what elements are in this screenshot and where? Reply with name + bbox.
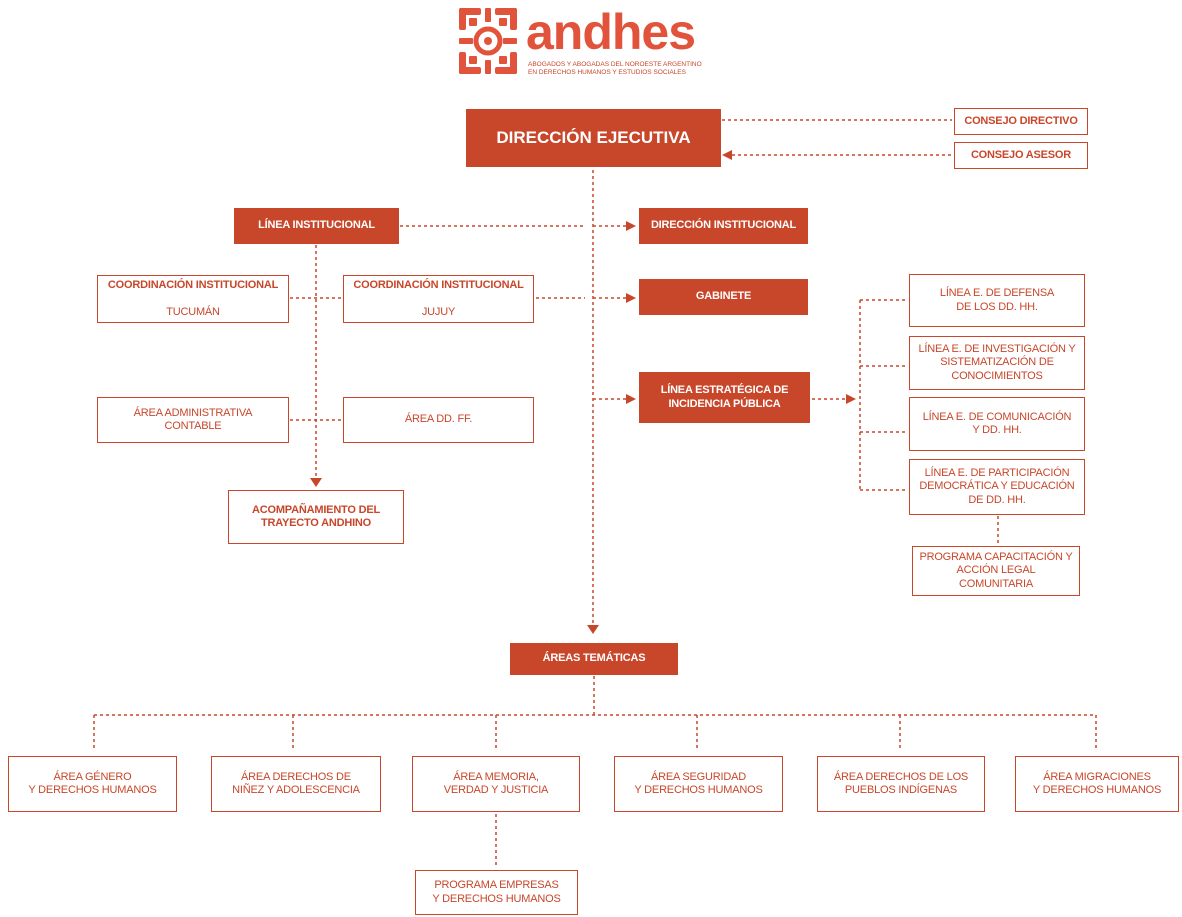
area-ninez-label: ÁREA DERECHOS DE NIÑEZ Y ADOLESCENCIA <box>232 770 360 796</box>
area-seguridad-box[interactable]: ÁREA SEGURIDAD Y DERECHOS HUMANOS <box>614 756 783 812</box>
coordinacion-jujuy-title: COORDINACIÓN INSTITUCIONAL <box>353 279 524 292</box>
direccion-institucional-box[interactable]: DIRECCIÓN INSTITUCIONAL <box>639 208 808 244</box>
area-migraciones-box[interactable]: ÁREA MIGRACIONES Y DERECHOS HUMANOS <box>1015 756 1179 812</box>
area-administrativa-label: ÁREA ADMINISTRATIVA CONTABLE <box>133 406 253 432</box>
linea-estrategica-label: LÍNEA ESTRATÉGICA DE INCIDENCIA PÚBLICA <box>660 384 789 410</box>
coordinacion-tucuman-place: TUCUMÁN <box>166 305 220 318</box>
linea-investigacion-label: LÍNEA E. DE INVESTIGACIÓN Y SISTEMATIZAC… <box>918 343 1076 382</box>
consejo-asesor-box[interactable]: CONSEJO ASESOR <box>954 142 1088 169</box>
coordinacion-jujuy-place: JUJUY <box>421 305 456 318</box>
programa-capacitacion-box[interactable]: PROGRAMA CAPACITACIÓN Y ACCIÓN LEGAL COM… <box>912 546 1080 596</box>
linea-participacion-label: LÍNEA E. DE PARTICIPACIÓN DEMOCRÁTICA Y … <box>919 467 1075 506</box>
area-genero-box[interactable]: ÁREA GÉNERO Y DERECHOS HUMANOS <box>8 756 177 812</box>
coordinacion-tucuman-box[interactable]: COORDINACIÓN INSTITUCIONAL TUCUMÁN <box>97 275 289 323</box>
linea-comunicacion-box[interactable]: LÍNEA E. DE COMUNICACIÓN Y DD. HH. <box>909 397 1085 451</box>
linea-investigacion-box[interactable]: LÍNEA E. DE INVESTIGACIÓN Y SISTEMATIZAC… <box>909 336 1085 390</box>
linea-defensa-box[interactable]: LÍNEA E. DE DEFENSA DE LOS DD. HH. <box>909 274 1085 327</box>
areas-tematicas-box[interactable]: ÁREAS TEMÁTICAS <box>510 643 678 675</box>
area-pueblos-box[interactable]: ÁREA DERECHOS DE LOS PUEBLOS INDÍGENAS <box>817 756 985 812</box>
andhes-emblem-icon <box>459 8 517 74</box>
programa-empresas-label: PROGRAMA EMPRESAS Y DERECHOS HUMANOS <box>432 879 561 905</box>
gabinete-label: GABINETE <box>695 290 752 303</box>
acompanamiento-box[interactable]: ACOMPAÑAMIENTO DEL TRAYECTO ANDHINO <box>228 490 404 544</box>
logo-tagline: ABOGADOS Y ABOGADAS DEL NOROESTE ARGENTI… <box>528 61 702 76</box>
linea-institucional-label: LÍNEA INSTITUCIONAL <box>258 219 375 232</box>
direccion-institucional-label: DIRECCIÓN INSTITUCIONAL <box>650 219 797 232</box>
coordinacion-jujuy-box[interactable]: COORDINACIÓN INSTITUCIONAL JUJUY <box>343 275 534 323</box>
direccion-ejecutiva-label: DIRECCIÓN EJECUTIVA <box>496 127 691 147</box>
logo-wordmark: andhes <box>526 4 696 60</box>
area-memoria-box[interactable]: ÁREA MEMORIA, VERDAD Y JUSTICIA <box>412 756 580 812</box>
consejo-asesor-label: CONSEJO ASESOR <box>970 148 1072 161</box>
linea-estrategica-box[interactable]: LÍNEA ESTRATÉGICA DE INCIDENCIA PÚBLICA <box>639 372 810 423</box>
area-administrativa-box[interactable]: ÁREA ADMINISTRATIVA CONTABLE <box>97 397 289 443</box>
area-genero-label: ÁREA GÉNERO Y DERECHOS HUMANOS <box>28 770 157 796</box>
programa-capacitacion-label: PROGRAMA CAPACITACIÓN Y ACCIÓN LEGAL COM… <box>919 551 1073 590</box>
coordinacion-tucuman-title: COORDINACIÓN INSTITUCIONAL <box>107 279 279 292</box>
linea-institucional-box[interactable]: LÍNEA INSTITUCIONAL <box>234 208 399 244</box>
linea-comunicacion-label: LÍNEA E. DE COMUNICACIÓN Y DD. HH. <box>922 410 1072 436</box>
acompanamiento-label: ACOMPAÑAMIENTO DEL TRAYECTO ANDHINO <box>252 503 380 529</box>
area-pueblos-label: ÁREA DERECHOS DE LOS PUEBLOS INDÍGENAS <box>833 770 969 796</box>
gabinete-box[interactable]: GABINETE <box>639 279 808 315</box>
consejo-directivo-label: CONSEJO DIRECTIVO <box>964 114 1078 127</box>
programa-empresas-box[interactable]: PROGRAMA EMPRESAS Y DERECHOS HUMANOS <box>415 870 578 915</box>
areas-tematicas-label: ÁREAS TEMÁTICAS <box>542 652 646 665</box>
direccion-ejecutiva-box[interactable]: DIRECCIÓN EJECUTIVA <box>466 109 721 167</box>
area-ddff-box[interactable]: ÁREA DD. FF. <box>343 397 534 443</box>
linea-participacion-box[interactable]: LÍNEA E. DE PARTICIPACIÓN DEMOCRÁTICA Y … <box>909 459 1085 515</box>
consejo-directivo-box[interactable]: CONSEJO DIRECTIVO <box>954 108 1088 135</box>
area-ninez-box[interactable]: ÁREA DERECHOS DE NIÑEZ Y ADOLESCENCIA <box>211 756 381 812</box>
area-ddff-label: ÁREA DD. FF. <box>404 413 473 426</box>
area-memoria-label: ÁREA MEMORIA, VERDAD Y JUSTICIA <box>443 770 549 796</box>
linea-defensa-label: LÍNEA E. DE DEFENSA DE LOS DD. HH. <box>939 287 1055 313</box>
area-seguridad-label: ÁREA SEGURIDAD Y DERECHOS HUMANOS <box>634 770 763 796</box>
area-migraciones-label: ÁREA MIGRACIONES Y DERECHOS HUMANOS <box>1032 770 1162 796</box>
